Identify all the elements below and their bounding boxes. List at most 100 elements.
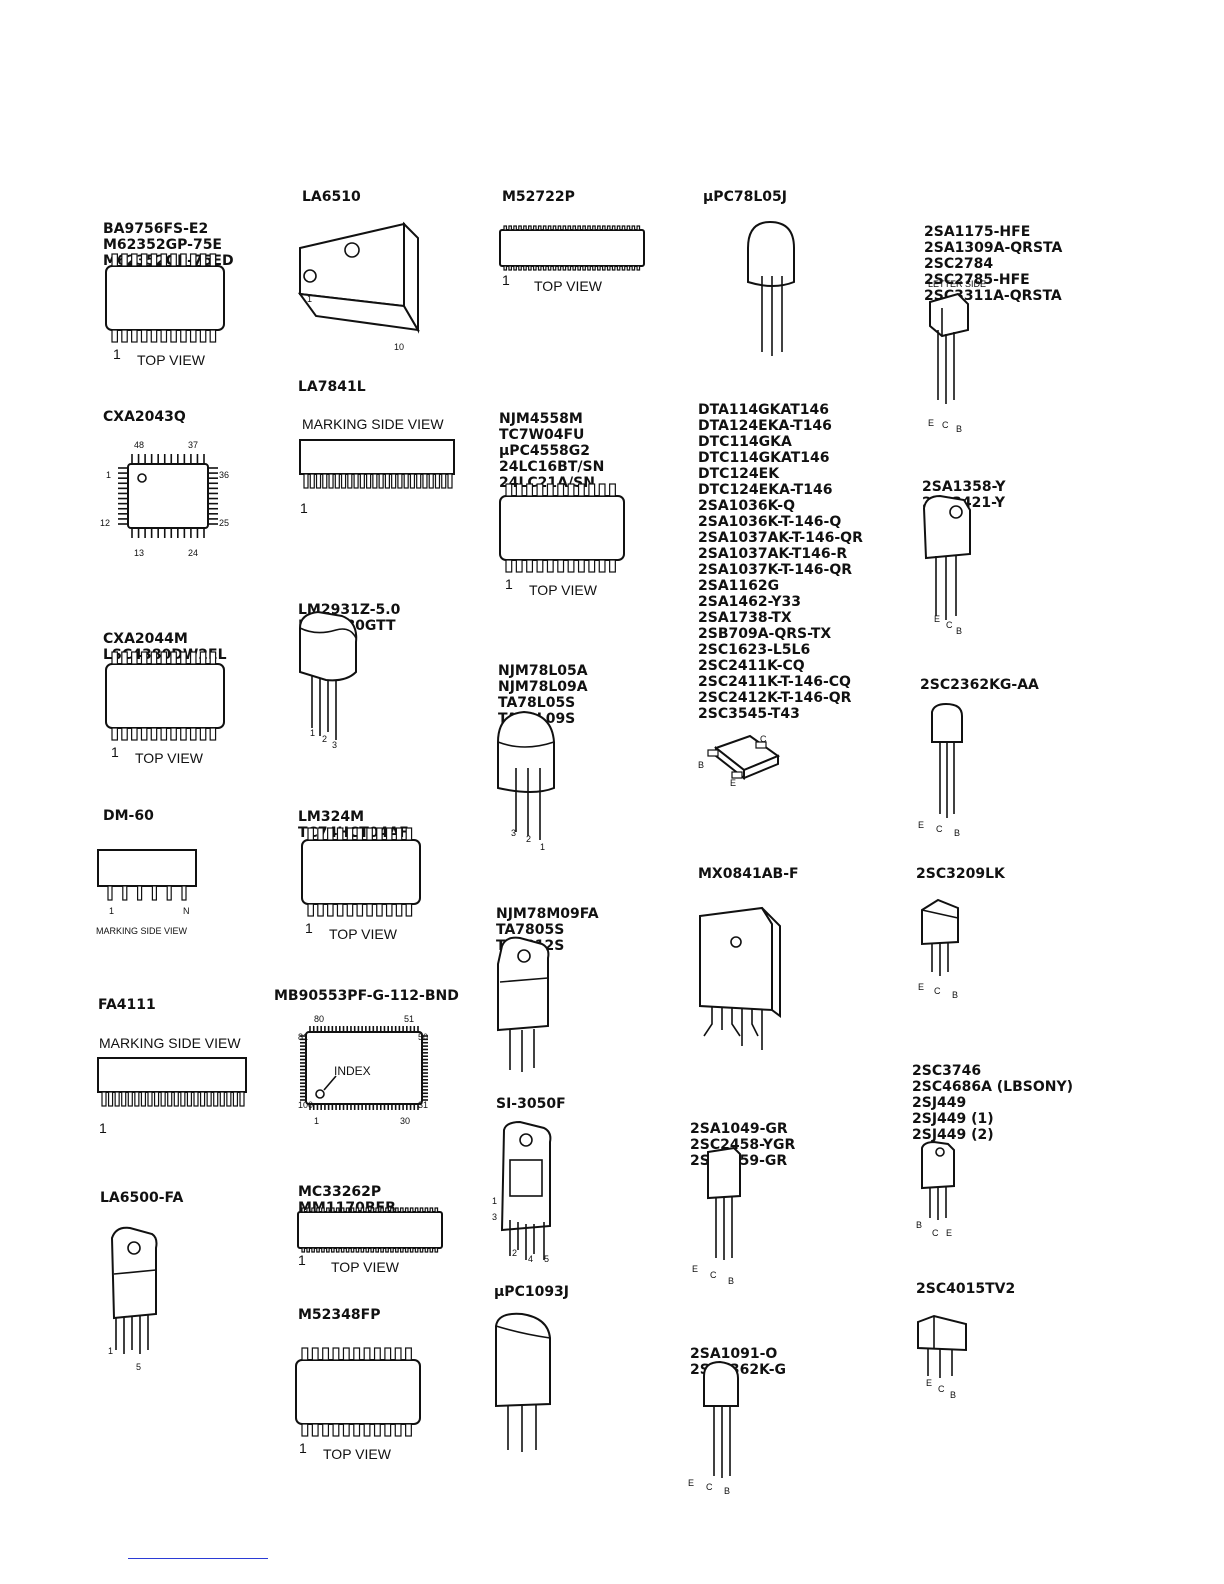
ecb-e: E [928,418,935,428]
lm2931-pin-1: 1 [310,728,316,738]
njm78l05a-to92-package [497,710,555,840]
si3050-pin-1: 1 [492,1196,498,1206]
la6500-pin-1: 1 [108,1346,114,1356]
top-view-caption: TOP VIEW [329,926,397,942]
dm60-pin-1: 1 [109,906,115,916]
sot23-package [707,734,781,781]
cxa2044m-sop-package [105,651,225,741]
la6510-pin-1: 1 [307,294,313,304]
top-view-caption: TOP VIEW [331,1259,399,1275]
ecb-c: C [934,986,941,996]
m52348fp-sop-package [295,1347,421,1437]
sa1049-to92-package [707,1146,741,1260]
si3050-pin-5: 5 [544,1254,550,1264]
si3050-pin-4: 4 [528,1254,534,1264]
ecb-b: B [956,626,963,636]
lm2931-pin-3: 3 [332,740,338,750]
bce-b: B [916,1220,923,1230]
lm324m-sop-package [301,827,421,917]
78l05-pin-1: 1 [540,842,546,852]
ecb-c: C [938,1384,945,1394]
label-la7841l: LA7841L [298,379,366,395]
qfp-pin-24: 24 [188,548,199,558]
ecb-e: E [918,820,925,830]
pin-1-label: 1 [113,346,121,362]
label-upc78l05j: μPC78L05J [703,189,787,205]
label-dm60: DM-60 [103,808,154,824]
ecb-c: C [946,620,953,630]
ecb-b: B [954,828,961,838]
qfp-pin-1: 1 [106,470,112,480]
label-sc4015: 2SC4015TV2 [916,1281,1016,1297]
lm2931-to92-package [299,610,358,740]
qfp-pin-12: 12 [100,518,111,528]
si3050-pin-3: 3 [492,1212,498,1222]
sc3209lk-package [921,898,959,976]
la6510-pin-10: 10 [394,342,405,352]
bce-e: E [946,1228,953,1238]
qfp-pin-36: 36 [219,470,230,480]
si3050f-package [500,1120,552,1260]
ecb-c: C [942,420,949,430]
pin-1-label: 1 [305,920,313,936]
78l05-pin-3: 3 [511,828,517,838]
ecb-c: C [936,824,943,834]
ecb-b: B [728,1276,735,1286]
mc33262p-sop-package [297,1207,443,1253]
ecb-e: E [692,1264,699,1274]
la6510-hsip-package [297,221,420,334]
78l05-pin-2: 2 [526,834,532,844]
mb-pin-100: 100 [298,1100,314,1110]
pin-1-label: 1 [111,744,119,760]
label-mb90553: MB90553PF-G-112-BND [274,988,459,1004]
label-la6500: LA6500-FA [100,1190,184,1206]
cxa2043q-qfp-package [118,454,218,538]
pin-1-label: 1 [298,1252,306,1268]
top-view-caption: TOP VIEW [137,352,205,368]
label-m52348fp: M52348FP [298,1307,381,1323]
mb-pin-1: 1 [314,1116,320,1126]
mb-pin-51: 51 [404,1014,415,1024]
top-view-caption: TOP VIEW [534,278,602,294]
mb-pin-30: 30 [400,1116,411,1126]
la7841l-sip-package [299,439,455,489]
m52722p-dip-package [499,225,645,271]
pin-1-label: 1 [502,272,510,288]
label-mx0841: MX0841AB-F [698,866,799,882]
qfp-pin-25: 25 [219,518,230,528]
si3050-pin-2: 2 [512,1248,518,1258]
ecb-e: E [926,1378,933,1388]
upc1093j-package [495,1312,551,1452]
fa4111-sip-package [97,1057,247,1107]
ecb-b: B [950,1390,957,1400]
label-la6510: LA6510 [302,189,361,205]
sa1175-to92-package [929,292,969,404]
mb-pin-80: 80 [314,1014,325,1024]
njm4558m-sop-package [499,483,625,573]
la7841l-pin-1: 1 [300,500,308,516]
ecb-e: E [688,1478,695,1488]
mb-pin-31: 31 [418,1100,429,1110]
mb-pin-50: 50 [418,1032,429,1042]
label-sc2362kg: 2SC2362KG-AA [920,677,1039,693]
ecb-e: E [918,982,925,992]
label-upc1093j: μPC1093J [494,1284,570,1300]
label-fa4111: FA4111 [98,997,156,1013]
ba9756-sop-package [105,253,225,343]
dm60-pin-n: N [183,906,190,916]
qfp-pin-48: 48 [134,440,145,450]
top-view-caption: TOP VIEW [529,582,597,598]
sot-pin-c: C [760,734,767,744]
label-sc3209lk: 2SC3209LK [916,866,1005,882]
label-m52722p: M52722P [502,189,575,205]
pin-1-label: 1 [299,1440,307,1456]
ecb-e: E [934,614,941,624]
lm2931-pin-2: 2 [322,734,328,744]
ecb-b: B [952,990,959,1000]
sa1091-to92-package [703,1360,739,1478]
sot-pin-e: E [730,778,737,788]
fa4111-caption: MARKING SIDE VIEW [99,1035,241,1051]
qfp-pin-13: 13 [134,548,145,558]
top-view-caption: TOP VIEW [323,1446,391,1462]
